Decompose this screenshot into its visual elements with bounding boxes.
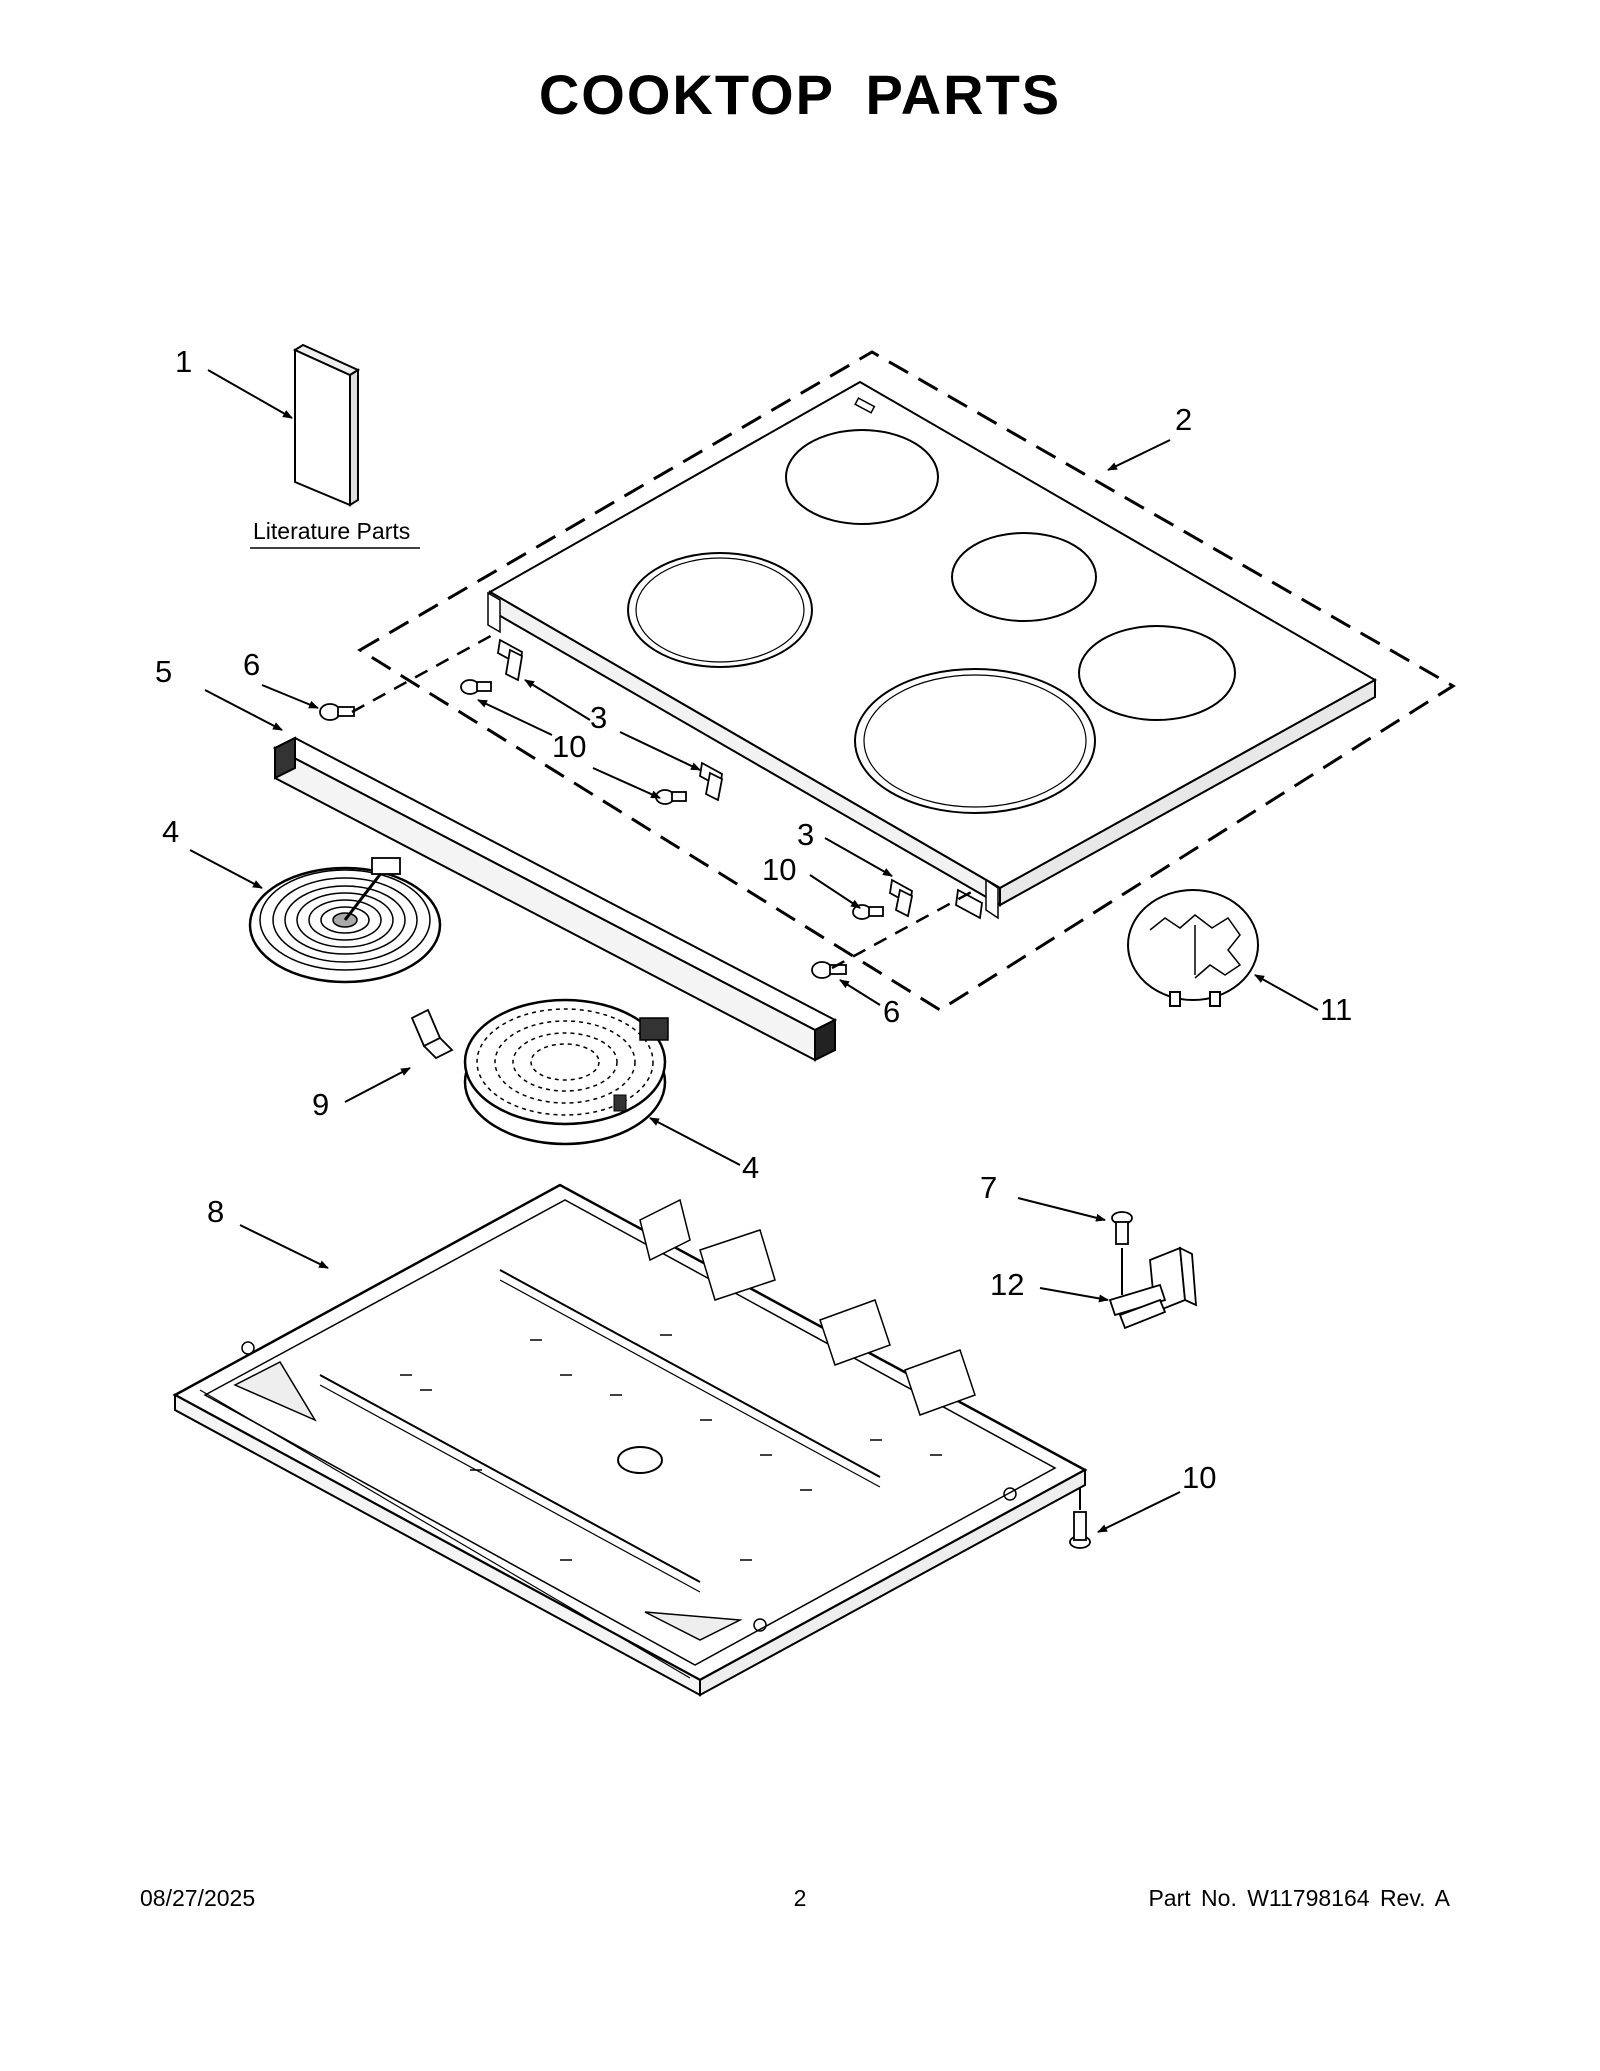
callout-6-upper: 6 — [243, 647, 260, 682]
burner-box-part — [172, 1183, 1088, 1697]
screw-parts — [319, 679, 1133, 1549]
cooktop-glass-part — [357, 350, 1456, 1012]
callout-arrows — [189, 369, 1319, 1533]
front-trim-part — [272, 736, 838, 1062]
callout-4-lower: 4 — [742, 1150, 759, 1185]
callout-5: 5 — [155, 654, 172, 689]
callout-6-lower: 6 — [883, 994, 900, 1029]
footer-date: 08/27/2025 — [140, 1885, 256, 1911]
literature-parts-label: Literature Parts — [253, 518, 410, 544]
callout-10-upper: 10 — [552, 729, 586, 764]
callout-3-upper: 3 — [590, 700, 607, 735]
cover-part — [1127, 889, 1259, 1007]
radiant-element-part — [248, 857, 442, 984]
footer-part-number: Part No. W11798164 Rev. A — [1148, 1885, 1450, 1911]
callout-10-middle: 10 — [762, 852, 796, 887]
callout-2: 2 — [1175, 402, 1192, 437]
footer-page-number: 2 — [793, 1885, 807, 1911]
callout-3-lower: 3 — [797, 817, 814, 852]
ribbon-element-part — [463, 998, 669, 1146]
callout-10-lower: 10 — [1182, 1460, 1216, 1495]
bracket-part — [497, 638, 983, 920]
callout-12: 12 — [990, 1267, 1024, 1302]
page-title: COOKTOP PARTS — [538, 63, 1062, 126]
callout-7: 7 — [980, 1170, 997, 1205]
callout-4-upper: 4 — [162, 814, 179, 849]
callout-9: 9 — [312, 1087, 329, 1122]
side-bracket-part — [1108, 1246, 1198, 1330]
callout-11: 11 — [1320, 992, 1352, 1027]
terminal-bracket-part — [410, 1008, 454, 1060]
callout-labels: 1 2 5 6 3 10 3 10 4 6 11 9 4 8 7 12 10 — [155, 344, 1352, 1495]
literature-booklet-part — [292, 343, 361, 507]
callout-8: 8 — [207, 1194, 224, 1229]
callout-1: 1 — [175, 344, 192, 379]
